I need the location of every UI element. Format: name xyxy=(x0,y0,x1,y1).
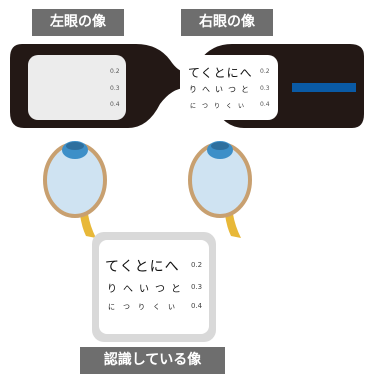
label-perceived-image: 認識している像 xyxy=(80,347,225,374)
right-lens xyxy=(180,55,278,120)
perceived-acuity-2: 0.3 xyxy=(191,283,203,291)
right-chart-row-3: につりくい xyxy=(190,103,251,110)
right-acuity-1: 0.2 xyxy=(260,68,270,75)
label-left-eye-image: 左眼の像 xyxy=(32,9,124,36)
perceived-acuity-1: 0.2 xyxy=(191,261,203,269)
left-acuity-3: 0.4 xyxy=(110,101,120,108)
right-chart-row-1: てくとにへ xyxy=(188,66,253,80)
right-acuity-2: 0.3 xyxy=(260,85,270,92)
right-chart-row-2: りへいつと xyxy=(189,85,254,94)
left-acuity-1: 0.2 xyxy=(110,68,120,75)
perceived-chart-row-1: てくとにへ xyxy=(105,259,180,275)
right-acuity-3: 0.4 xyxy=(260,101,270,108)
perceived-chart-row-3: につりくい xyxy=(108,303,183,311)
left-acuity-2: 0.3 xyxy=(110,85,120,92)
perceived-acuity-3: 0.4 xyxy=(191,302,203,310)
perceived-card-inner xyxy=(99,240,209,334)
label-right-eye-image: 右眼の像 xyxy=(181,9,273,36)
right-eye-illustration xyxy=(188,141,252,238)
left-lens xyxy=(28,55,126,120)
left-eye-illustration xyxy=(43,141,107,238)
occluder-bar xyxy=(292,83,356,92)
perceived-chart-row-2: りへいつと xyxy=(107,284,187,295)
